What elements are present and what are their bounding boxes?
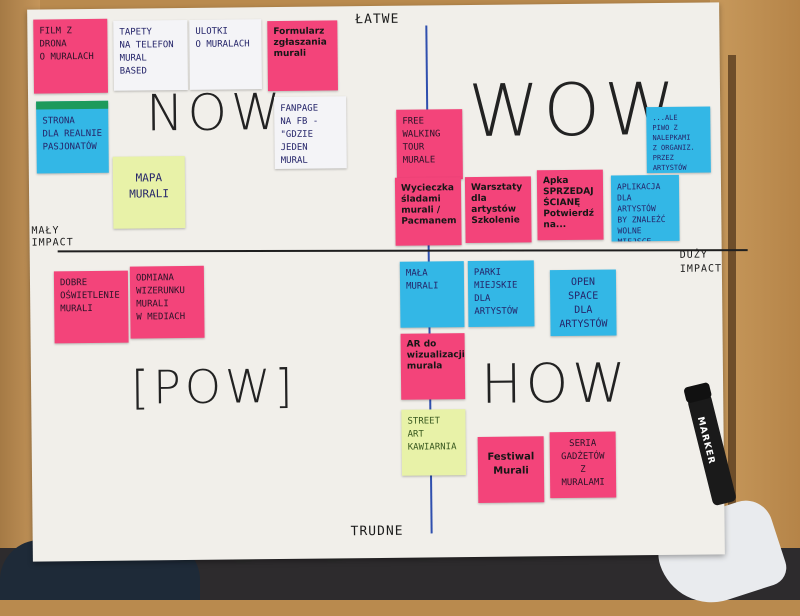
sticky-note-apka: Apka SPRZEDAJ ŚCIANĘ Potwierdź na... (536, 169, 604, 241)
sticky-note-free-walking: FREE WALKING TOUR MURALE (396, 109, 463, 180)
axis-label-right: DUŻY IMPACT (679, 249, 723, 275)
sticky-note-warsztaty: Warsztaty dla artystów Szkolenie (464, 176, 532, 244)
sticky-note-wycieczka: Wycieczka śladami murali / Pacmanem (394, 177, 462, 246)
quadrant-title-now: NOW (145, 82, 285, 143)
table-gap (728, 55, 736, 535)
sticky-note-ar: AR do wizualizacji murala (400, 333, 466, 400)
sticky-note-dobre: DOBRE OŚWIETLENIE MURALI (53, 270, 129, 344)
sticky-note-seria: SERIA GADŻETÓW Z MURALAMI (549, 431, 617, 499)
axis-label-top: ŁATWE (355, 11, 400, 28)
sticky-note-aplikacja: APLIKACJA DLA ARTYSTÓW BY ZNALEŹĆ WOLNE … (610, 174, 680, 242)
sticky-note-formularz: Formularz zgłaszania murali (267, 20, 338, 92)
sticky-note-fanpage: FANPAGE NA FB - "GDZIE JEDEN MURAL W KRK… (274, 96, 347, 170)
sticky-note-mapa: MAPA MURALI (112, 155, 186, 229)
horizontal-axis (57, 249, 748, 253)
flipchart-paper: ŁATWE TRUDNE MAŁY IMPACT DUŻY IMPACT NOW… (27, 2, 748, 562)
sticky-note-ulotki: ULOTKI O MURALACH (189, 19, 262, 90)
sticky-note-film: FILM Z DRONA O MURALACH (33, 18, 109, 94)
sticky-note-tapety: TAPETY NA TELEFON MURAL BASED (113, 19, 188, 91)
sticky-note-piwo: ...ALE PIWO Z NALEPKAMI Z ORGANIZ. PRZEZ… (646, 106, 711, 174)
sticky-note-strona: STRONA DLA REALNIE PASJONATÓW (36, 100, 109, 174)
quadrant-title-pow: [POW] (130, 358, 297, 415)
axis-label-bottom: TRUDNE (350, 523, 404, 540)
sticky-note-odmiana: ODMIANA WIZERUNKU MURALI W MEDIACH (129, 265, 205, 339)
sticky-note-parki: PARKI MIEJSKIE DLA ARTYSTÓW (467, 260, 535, 328)
sticky-note-festiwal: Festiwal Murali (477, 436, 545, 503)
sticky-note-street-art: STREET ART KAWIARNIA (401, 409, 467, 476)
axis-label-left: MAŁY IMPACT (31, 225, 74, 249)
sticky-note-mala-murali: MAŁA murali (399, 261, 465, 328)
quadrant-title-how: HOW (480, 351, 630, 416)
sticky-note-open-space: OPEN SPACE DLA ARTYSTÓW (549, 269, 617, 337)
